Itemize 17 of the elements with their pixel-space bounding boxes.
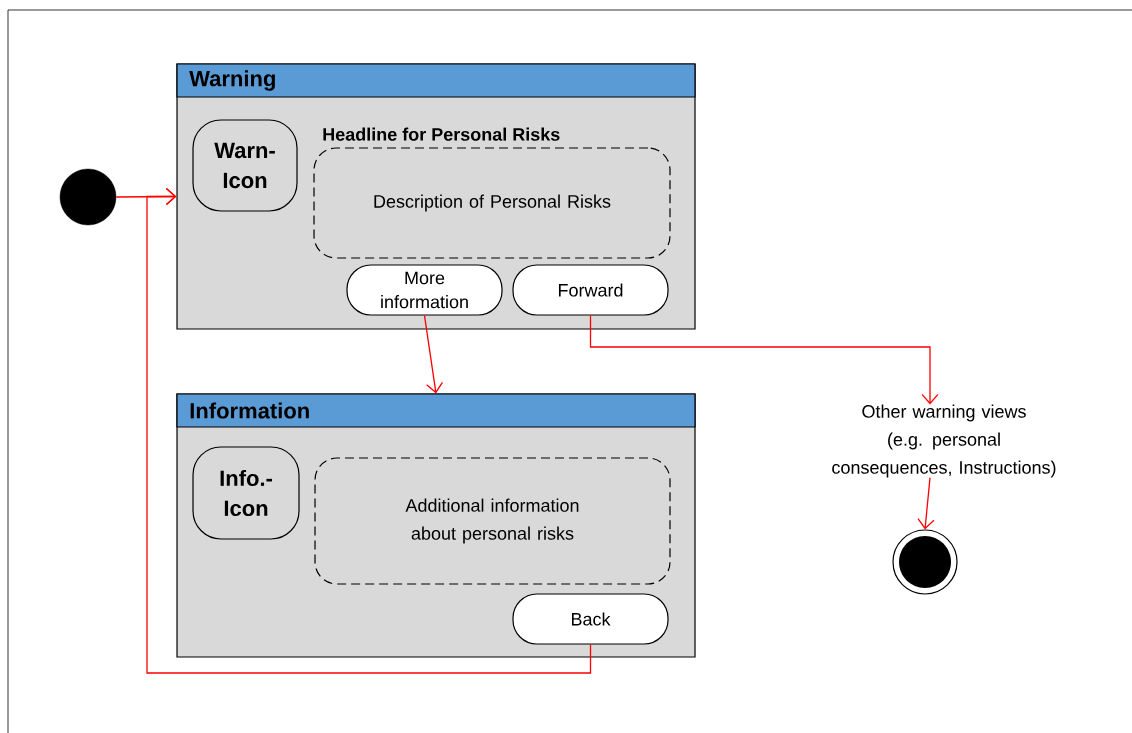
icon-badge: Info.- Icon [192,446,300,540]
end-circle [892,529,958,595]
button: Forward [512,264,669,316]
arrow [423,314,444,394]
title-bar: Information [176,393,696,428]
title-bar: Warning [176,63,696,98]
view-label: Other warning views (e.g. personal consequences, Instructions) [832,404,1056,478]
text-area: Additional information about personal risks [314,457,671,585]
headline: Headline for Personal Risks [323,127,560,141]
button: More information [346,264,503,316]
start-circle [59,168,117,226]
arrow [589,314,939,405]
button: Back [512,593,669,645]
text-area: Description of Personal Risks [313,147,671,259]
icon-badge: Warn- Icon [192,119,298,212]
arrow [917,476,935,530]
arrow [146,187,592,674]
